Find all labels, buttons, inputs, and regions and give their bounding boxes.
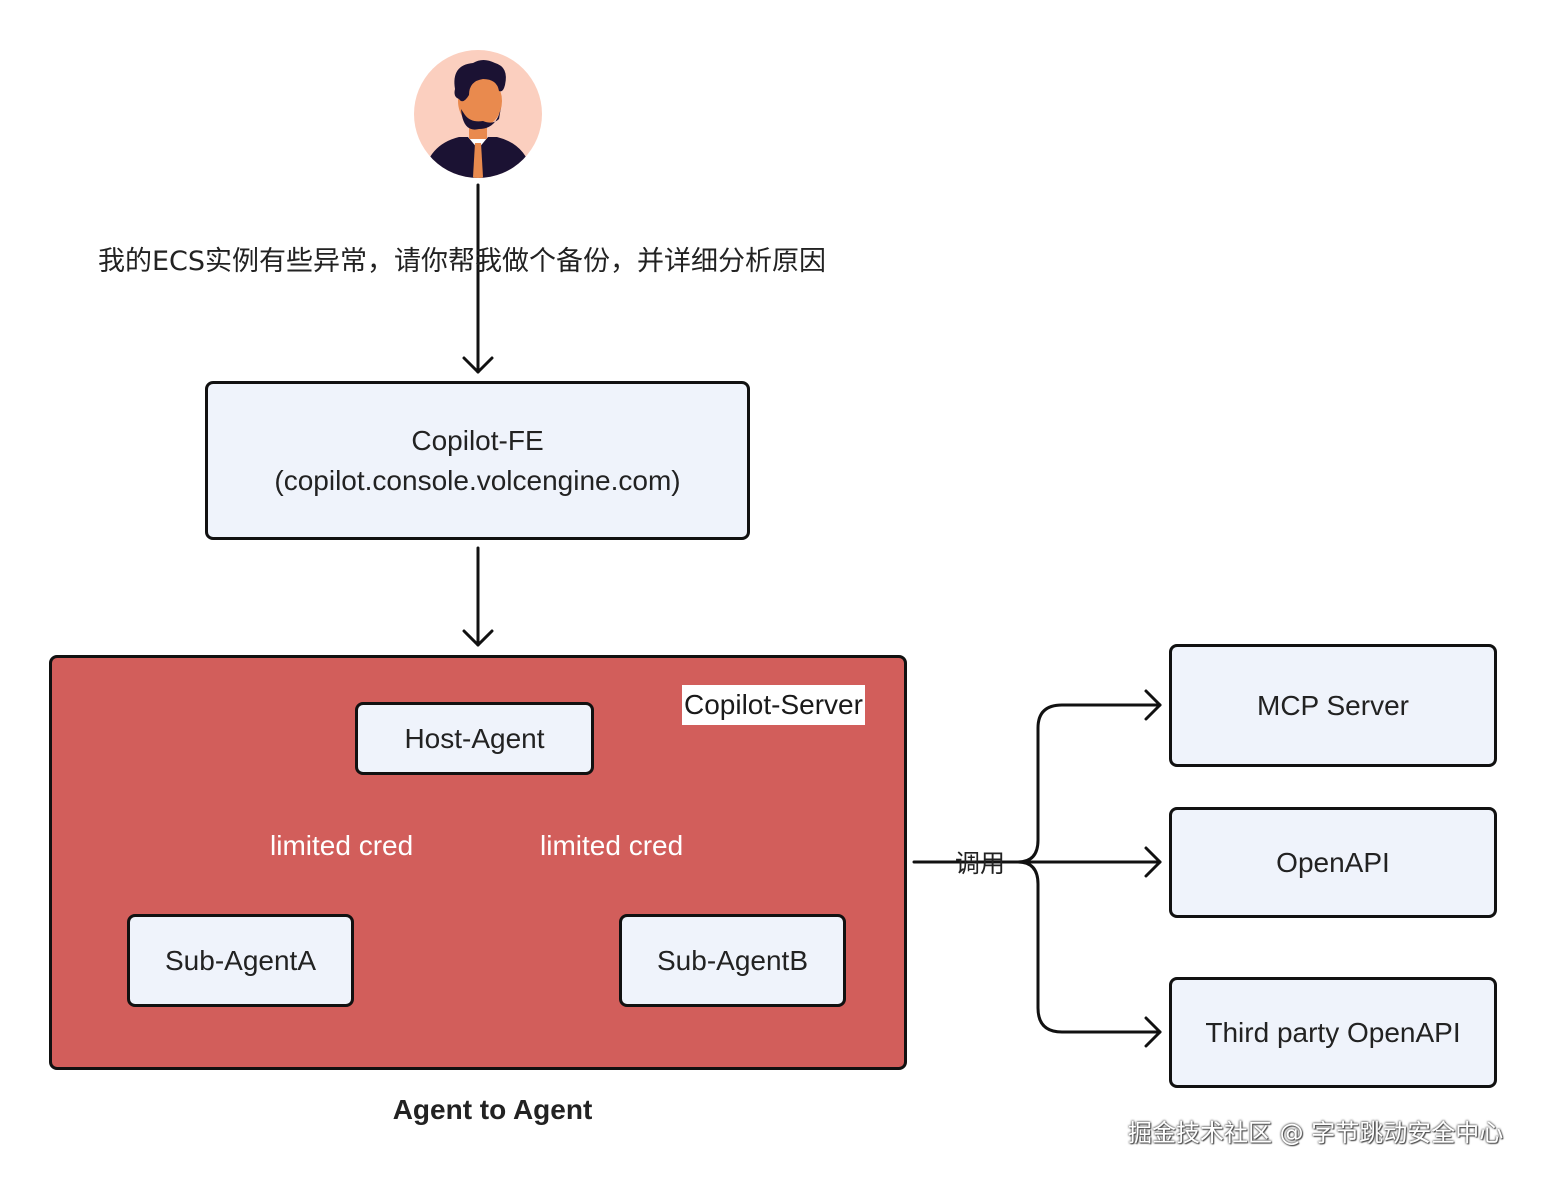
arrowhead-user-to-frontend xyxy=(462,356,494,374)
sub-agent-a-node: Sub-AgentA xyxy=(127,914,354,1007)
sub-agent-b-node: Sub-AgentB xyxy=(619,914,846,1007)
copilot-server-label: Copilot-Server xyxy=(682,685,865,725)
host-agent-node: Host-Agent xyxy=(355,702,594,775)
user-request-text: 我的ECS实例有些异常，请你帮我做个备份，并详细分析原因 xyxy=(98,246,827,277)
limited-cred-right-label: limited cred xyxy=(540,830,684,861)
copilot-fe-node: Copilot-FE (copilot.console.volcengine.c… xyxy=(205,381,750,540)
mcp-server-node: MCP Server xyxy=(1169,644,1497,767)
third-party-openapi-node: Third party OpenAPI xyxy=(1169,977,1497,1088)
arrowhead-mcp xyxy=(1144,689,1162,721)
arrowhead-third-party xyxy=(1144,1016,1162,1048)
arrowhead-openapi xyxy=(1144,846,1162,878)
arrowhead-frontend-to-server xyxy=(462,629,494,647)
limited-cred-left-label: limited cred xyxy=(270,830,414,861)
watermark: 掘金技术社区 @ 字节跳动安全中心 xyxy=(1128,1119,1504,1147)
diagram-caption: Agent to Agent xyxy=(392,1094,593,1125)
copilot-fe-url: (copilot.console.volcengine.com) xyxy=(274,464,681,496)
call-label: 调用 xyxy=(955,849,1006,878)
openapi-node: OpenAPI xyxy=(1169,807,1497,918)
user-avatar xyxy=(414,50,542,178)
branch-third-party xyxy=(1016,860,1162,1034)
copilot-fe-title: Copilot-FE xyxy=(411,424,544,456)
branch-mcp xyxy=(1016,703,1162,864)
